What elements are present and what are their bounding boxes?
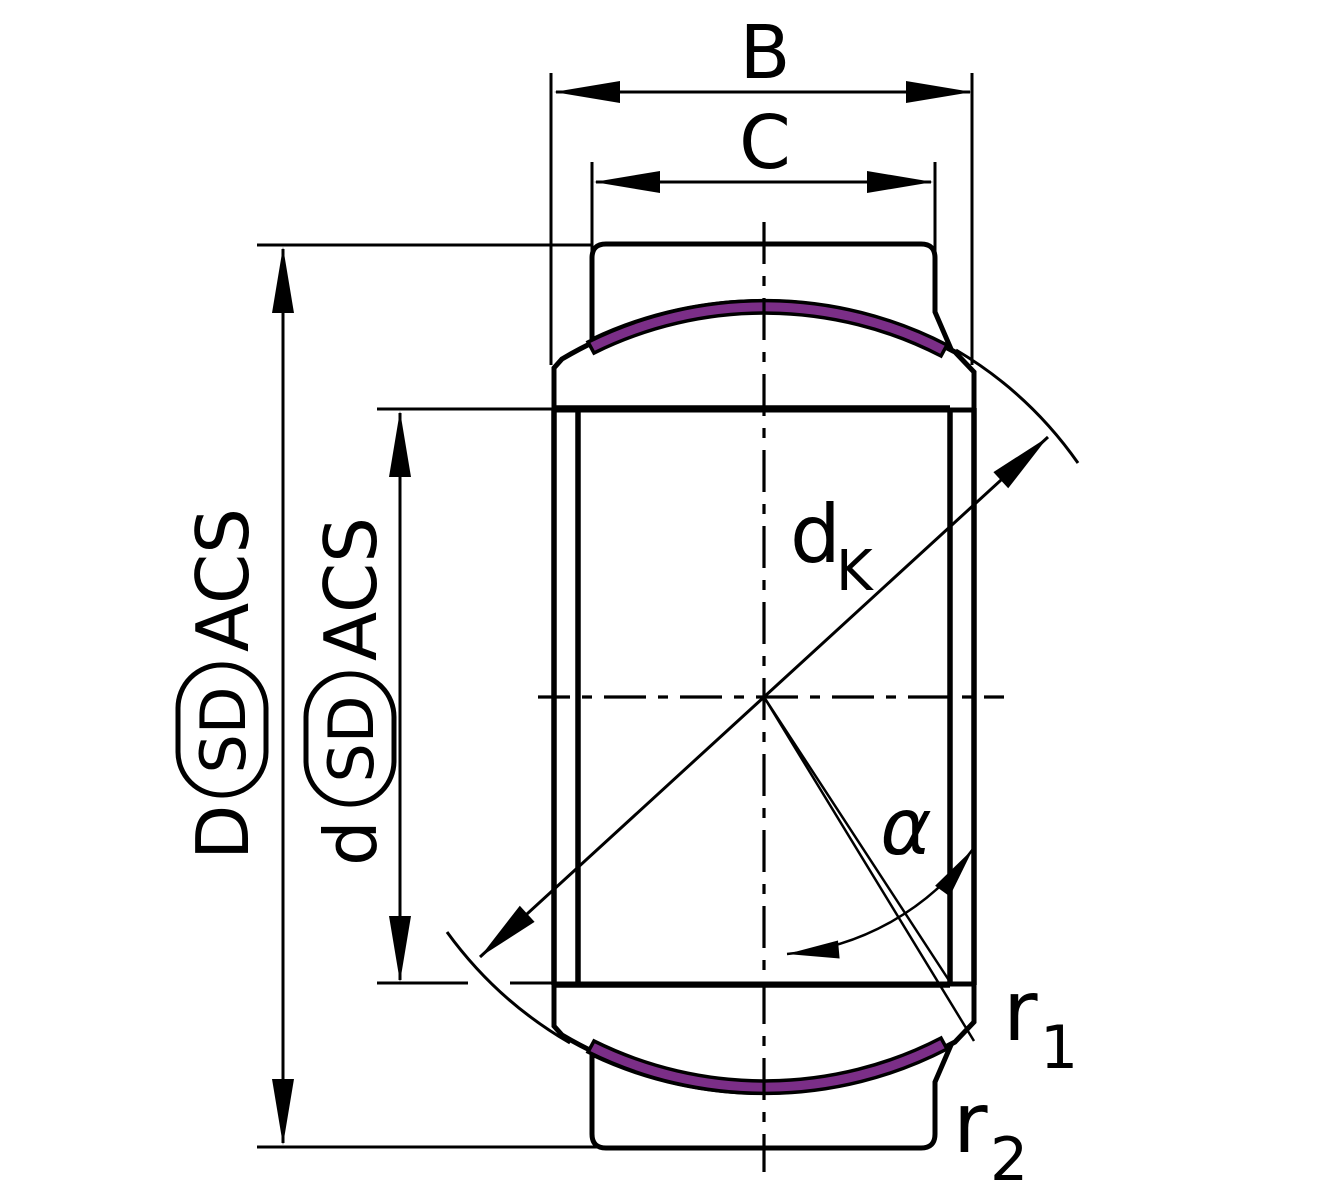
sliding-liner — [585, 298, 950, 1096]
sliding-liner-bottom — [585, 1035, 950, 1096]
label-bore-diameter: d SD ACS — [303, 517, 397, 866]
d-bore-arrow-up — [389, 411, 411, 477]
label-outer-diameter-capsule: SD — [187, 686, 260, 773]
c-arrow-left — [594, 171, 660, 193]
label-bore-diameter-prefix: d — [309, 820, 393, 866]
label-c: C — [739, 100, 791, 186]
label-bore-diameter-suffix: ACS — [309, 517, 393, 661]
alpha-leg-lower — [762, 696, 976, 1042]
label-dk-main: d — [790, 488, 841, 581]
alpha-leg-upper — [762, 696, 954, 986]
label-outer-diameter-prefix: D — [181, 805, 265, 860]
dimension-c: C — [590, 100, 937, 252]
sphere-arc-bottom-left — [445, 931, 571, 1045]
label-r1-main: r — [1003, 962, 1038, 1060]
d-bore-arrow-down — [389, 916, 411, 982]
label-r2-sub: 2 — [990, 1125, 1028, 1195]
label-outer-diameter-suffix: ACS — [181, 508, 265, 652]
dimension-b: B — [549, 10, 974, 365]
chamfer-labels: r 1 r 2 — [953, 962, 1078, 1195]
b-arrow-right — [906, 81, 972, 103]
label-dk-sub: K — [836, 539, 874, 604]
alpha-arrow-upper — [935, 849, 973, 897]
dimension-bore-diameter: d SD ACS — [303, 407, 556, 985]
d-outer-arrow-down — [272, 1079, 294, 1145]
sliding-liner-top — [585, 298, 950, 359]
sd-capsule-bore — [303, 671, 397, 807]
dk-arrow-lower-left — [480, 905, 535, 957]
d-outer-arrow-up — [272, 247, 294, 313]
label-alpha: α — [880, 783, 931, 873]
misalignment-angle: α — [762, 696, 976, 1042]
label-r2-main: r — [953, 1074, 988, 1172]
dk-arrow-upper-right — [993, 437, 1048, 489]
label-outer-diameter: D SD ACS — [175, 508, 269, 860]
alpha-arrow-lower — [787, 940, 840, 959]
centerlines — [538, 222, 1004, 1172]
c-arrow-right — [867, 171, 933, 193]
label-bore-diameter-capsule: SD — [315, 695, 388, 782]
dimension-outer-diameter: D SD ACS — [175, 243, 601, 1149]
sd-capsule-outer — [175, 662, 269, 798]
label-r1-sub: 1 — [1040, 1013, 1078, 1083]
label-b: B — [740, 10, 791, 96]
b-arrow-left — [554, 81, 620, 103]
